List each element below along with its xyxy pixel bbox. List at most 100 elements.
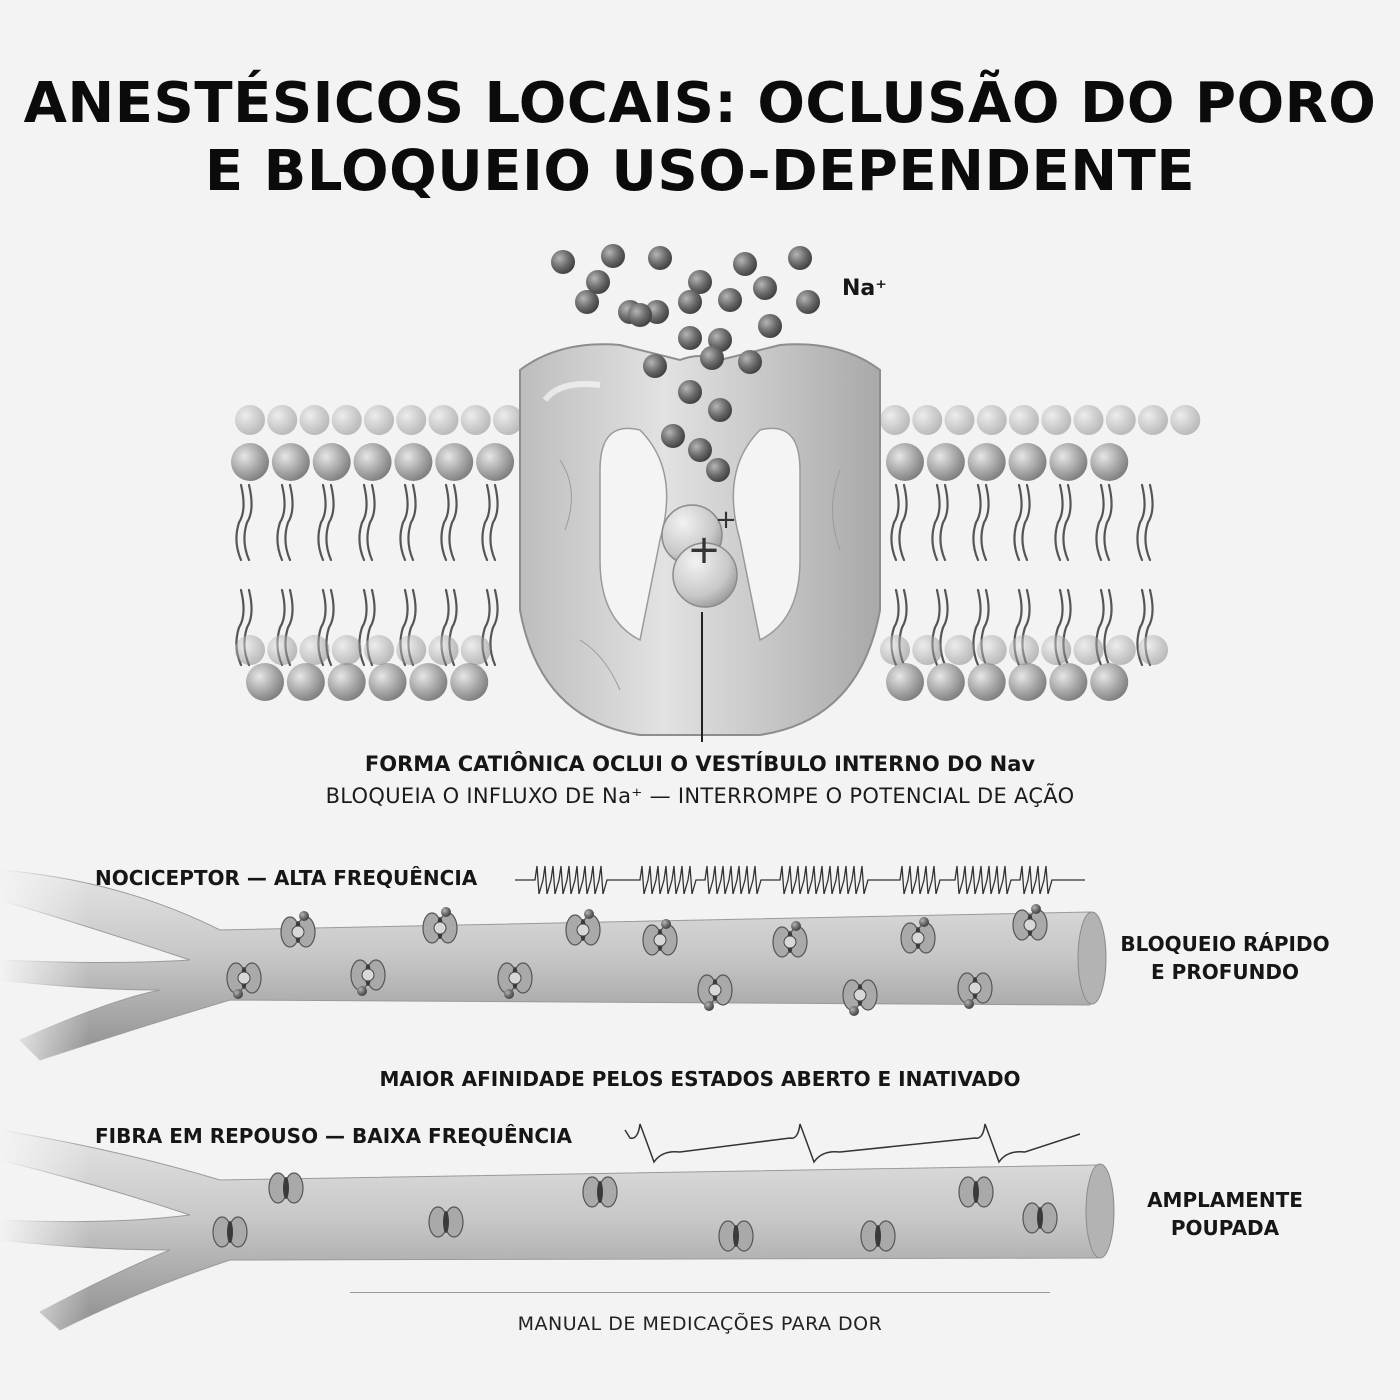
lipid-head [880, 635, 910, 665]
mechanism-subcaption: BLOQUEIA O INFLUXO DE Na⁺ — INTERROMPE O… [325, 784, 1075, 808]
footer-source: MANUAL DE MEDICAÇÕES PARA DOR [517, 1313, 883, 1335]
title-line-1: ANESTÉSICOS LOCAIS: OCLUSÃO DO PORO [23, 71, 1377, 136]
blocked-channel [1012, 904, 1048, 941]
lipid-head [299, 635, 330, 665]
lipid-head [396, 405, 427, 435]
sodium-ion [796, 290, 820, 314]
lipid-head [1049, 443, 1088, 481]
resting-axon [0, 1129, 1115, 1331]
lipid-tail [358, 483, 376, 562]
nociceptor-label: NOCICEPTOR — ALTA FREQUÊNCIA [95, 866, 478, 890]
lipid-tail [235, 483, 253, 562]
sodium-ion-label: Na⁺ [842, 276, 887, 301]
blocked-channel [842, 979, 878, 1016]
lipid-head [1041, 405, 1072, 435]
sodium-ion [753, 276, 777, 300]
sodium-ion [678, 380, 702, 404]
lipid-head [886, 663, 924, 701]
lipid-head [327, 663, 366, 701]
open-channel [268, 1172, 304, 1204]
lipid-head [428, 405, 459, 435]
blocked-channel [497, 962, 533, 999]
lipid-head [299, 405, 330, 435]
lipid-head [1090, 663, 1129, 701]
lipid-head [364, 405, 394, 435]
sodium-ion [738, 350, 762, 374]
sodium-ion [688, 270, 712, 294]
nociceptor-channels [226, 904, 1048, 1016]
blocked-channel [280, 911, 316, 948]
resting-fiber-label: FIBRA EM REPOUSO — BAIXA FREQUÊNCIA [95, 1124, 573, 1148]
footer-divider [350, 1292, 1050, 1293]
lipid-head [1105, 635, 1136, 665]
lipid-head [1009, 405, 1039, 435]
sodium-ion [700, 346, 724, 370]
open-channel [718, 1220, 754, 1252]
lipid-head [286, 663, 325, 701]
lipid-head [368, 663, 407, 701]
lipid-head [944, 405, 975, 435]
sodium-ions [551, 244, 820, 482]
resting-result-line-1: AMPLAMENTE [1147, 1188, 1303, 1212]
lipid-head [1090, 443, 1129, 481]
sodium-ion [551, 250, 575, 274]
sodium-ion [628, 303, 652, 327]
lipid-bilayer [231, 405, 1201, 701]
lipid-head [246, 663, 284, 701]
nociceptor-result-line-1: BLOQUEIO RÁPIDO [1120, 932, 1330, 956]
nociceptor-axon [0, 869, 1107, 1061]
lipid-head [1009, 635, 1039, 665]
blocked-channel [957, 972, 993, 1009]
sodium-ion [688, 438, 712, 462]
blocked-channel [565, 909, 601, 946]
positive-charge-icon: + [715, 505, 737, 535]
open-channel [860, 1220, 896, 1252]
resting-channels [212, 1172, 1058, 1252]
lipid-tail [440, 483, 458, 562]
sodium-ion [733, 252, 757, 276]
lipid-head [944, 635, 975, 665]
title-line-2: E BLOQUEIO USO-DEPENDENTE [204, 139, 1196, 204]
lipid-head [267, 405, 298, 435]
lipid-head [231, 443, 269, 481]
positive-charge-icon: + [687, 527, 721, 573]
sodium-ion [758, 314, 782, 338]
lipid-tail [890, 483, 908, 562]
sodium-ion [718, 288, 742, 312]
blocked-channel [772, 921, 808, 958]
sodium-ion [648, 246, 672, 270]
affinity-note: MAIOR AFINIDADE PELOS ESTADOS ABERTO E I… [379, 1067, 1021, 1091]
lipid-tail [972, 483, 990, 562]
lipid-head [267, 635, 298, 665]
lipid-head [460, 635, 491, 665]
lipid-head [312, 443, 351, 481]
mechanism-caption: FORMA CATIÔNICA OCLUI O VESTÍBULO INTERN… [364, 752, 1036, 776]
lipid-head [967, 663, 1006, 701]
blocked-channel [642, 919, 678, 956]
local-anesthetic-cation: + + [661, 504, 738, 608]
lipid-head [1008, 443, 1047, 481]
lipid-head [364, 635, 394, 665]
lipid-head [235, 405, 265, 435]
lipid-head [493, 405, 523, 435]
sodium-ion [708, 398, 732, 422]
lipid-tail [931, 483, 949, 562]
lipid-head [331, 635, 362, 665]
sodium-ion [708, 328, 732, 352]
sodium-ion [586, 270, 610, 294]
lipid-head [396, 635, 427, 665]
lipid-tail [276, 483, 294, 562]
nociceptor-result-line-2: E PROFUNDO [1151, 960, 1299, 984]
nociceptor-result: BLOQUEIO RÁPIDO E PROFUNDO [1120, 930, 1330, 986]
lipid-tail [1054, 483, 1072, 562]
page-title: ANESTÉSICOS LOCAIS: OCLUSÃO DO PORO E BL… [0, 70, 1400, 206]
lipid-head [880, 405, 910, 435]
lipid-head [353, 443, 392, 481]
sodium-ion [788, 246, 812, 270]
lipid-head [394, 443, 433, 481]
open-channel [1022, 1202, 1058, 1234]
lipid-head [331, 405, 362, 435]
lipid-head [1049, 663, 1088, 701]
lipid-head [1105, 405, 1136, 435]
lipid-head [1170, 405, 1201, 435]
